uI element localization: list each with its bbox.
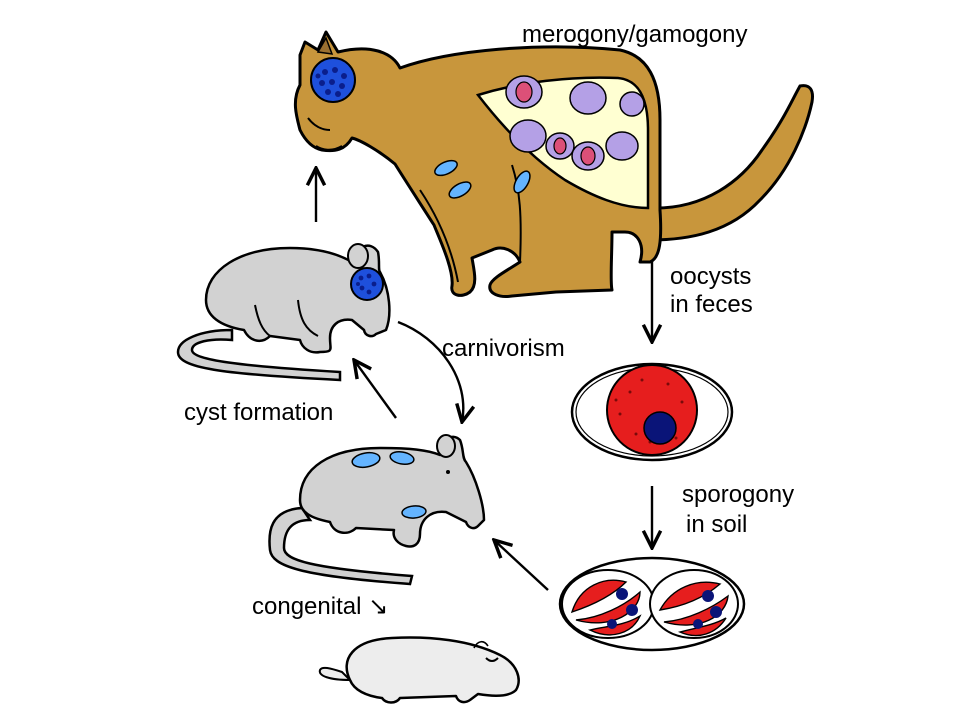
rodent-cyst — [350, 267, 384, 301]
cycle-arrows — [316, 168, 652, 591]
cat-tail — [648, 84, 814, 242]
pup-body — [345, 636, 520, 704]
rodent-with-cyst — [176, 243, 391, 382]
label-carnivorism: carnivorism — [442, 335, 565, 362]
cat-tachyzoites — [434, 159, 531, 199]
rodent-tail — [176, 328, 342, 382]
rodent2-tail — [268, 506, 414, 586]
label-sporogony: sporogony — [682, 481, 794, 508]
arrow-sporulated-to-rodent — [494, 540, 549, 591]
rodent2-tachyzoites — [351, 450, 427, 519]
label-in-feces: in feces — [670, 291, 753, 318]
oocyst-nucleus — [643, 411, 677, 445]
arrow-cyst-formation — [354, 360, 397, 419]
newborn-rodent — [318, 636, 520, 704]
sporulated-oocyst — [558, 556, 746, 652]
label-in-soil: in soil — [686, 511, 747, 538]
label-congenital: congenital ↘ — [252, 593, 388, 620]
cyst-bradyzoite-dots — [315, 67, 347, 97]
arrow-carnivorism — [397, 320, 463, 422]
unsporulated-oocyst — [570, 362, 734, 462]
label-cyst-formation: cyst formation — [184, 399, 333, 426]
cat-illustration — [293, 30, 814, 298]
rodent-with-tachyzoites — [268, 434, 486, 586]
label-merogony-gamogony: merogony/gamogony — [522, 21, 747, 48]
label-oocysts: oocysts — [670, 263, 751, 290]
intestinal-cells — [505, 75, 645, 171]
rodent2-body — [298, 435, 486, 548]
gamonts — [515, 81, 596, 166]
